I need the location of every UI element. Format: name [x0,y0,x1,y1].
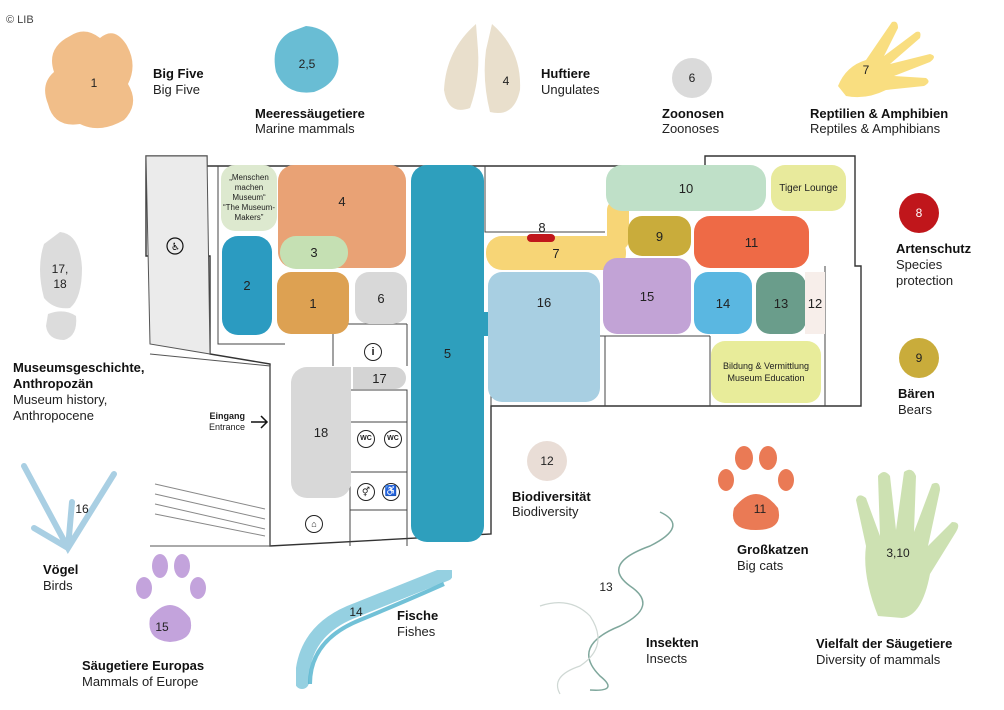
copyright-label: © LIB [6,14,34,26]
room-15[interactable]: 15 [603,258,691,334]
fishes-label-en: Fishes [397,624,436,639]
museum-history-footprint-icon [40,232,82,340]
fish-swirl-icon [296,570,452,689]
svg-text:♿: ♿ [171,242,180,253]
bears-circle-icon [899,338,939,378]
zoonoses-label-de: Zoonosen [662,106,725,121]
bears-number: 9 [915,351,923,365]
insects-number: 13 [599,580,613,594]
education-label-de: Bildung & Vermittlung [722,361,810,371]
diversity-label-de: Vielfalt der Säugetiere [816,636,953,651]
reptile-footprint-icon [838,21,934,98]
museum-makers-label-en: “The Museum-Makers” [222,203,275,222]
mammals-europe-paw-icon [136,554,206,642]
coat-check-icon[interactable]: ⌂ [305,515,323,533]
room-tiger-lounge[interactable]: Tiger Lounge [771,165,846,211]
insects-label-de: Insekten [646,635,699,650]
fishes-number: 14 [349,605,363,619]
mammals-europe-number: 15 [155,620,169,634]
room-17[interactable]: 17 [353,367,406,389]
mammals-europe-label-en: Mammals of Europe [82,674,199,689]
room-5[interactable]: 5 [411,165,484,542]
big-five-label-de: Big Five [153,66,204,81]
entrance-label-de: Eingang [209,411,246,421]
hoof-print-icon [444,24,521,114]
birds-label-en: Birds [43,578,73,593]
reptiles-label-de: Reptilien & Amphibien [810,106,949,121]
big-five-number: 1 [90,76,98,90]
big-five-label-en: Big Five [153,82,200,97]
reptiles-label-en: Reptiles & Amphibians [810,121,941,136]
ungulates-label-en: Ungulates [541,82,600,97]
biodiversity-label-de: Biodiversität [512,489,591,504]
biodiversity-circle-icon [527,441,567,481]
room-museum-makers[interactable]: „Menschen machen Museum“ “The Museum-Mak… [221,165,277,231]
museum-makers-label-de: „Menschen machen Museum“ [229,173,269,202]
education-label-en: Museum Education [727,373,805,383]
room-4-label: 4 [338,194,346,209]
room-18[interactable]: 18 [291,367,351,498]
museum-history-number: 17, 18 [51,262,69,291]
birds-number: 16 [75,502,89,516]
room-6[interactable]: 6 [355,272,407,324]
zoonoses-number: 6 [688,71,696,85]
zoonoses-circle-icon [672,58,712,98]
info-icon[interactable]: i [364,343,382,361]
marine-number: 2,5 [298,57,316,71]
bird-footprint-icon [21,463,117,554]
room-16-label: 16 [536,294,552,310]
big-five-footprint-icon [45,31,134,129]
room-2[interactable]: 2 [222,236,272,335]
room-13[interactable]: 13 [756,272,806,334]
room-12[interactable]: 12 [805,272,825,334]
big-cats-label-de: Großkatzen [737,542,809,557]
room-8[interactable] [527,234,555,242]
room-11[interactable]: 11 [694,216,809,268]
room-education[interactable]: Bildung & Vermittlung Museum Education [711,341,821,403]
marine-label-en: Marine mammals [255,121,355,136]
room-14[interactable]: 14 [694,272,752,334]
big-cat-paw-icon [718,446,794,530]
mammals-europe-label-de: Säugetiere Europas [82,658,205,673]
reptiles-number: 7 [862,63,870,77]
room-1[interactable]: 1 [277,272,349,334]
wc-icon[interactable]: WC [384,430,402,448]
family-icon[interactable]: ⚥ [357,483,375,501]
room-3[interactable]: 3 [280,236,348,269]
room-16[interactable]: 16 [488,272,600,402]
room-8-label: 8 [538,219,546,235]
room-7[interactable]: 7 [486,236,626,270]
species-protection-label-de: Artenschutz [896,241,972,256]
marine-mammals-icon [274,26,339,93]
biodiversity-label-en: Biodiversity [512,504,579,519]
diversity-number: 3,10 [886,546,910,560]
ungulates-label-de: Huftiere [541,66,591,81]
wc-icon[interactable]: WC [357,430,375,448]
species-protection-number: 8 [915,206,923,220]
insects-label-en: Insects [646,651,688,666]
marine-label-de: Meeressäugetiere [255,106,365,121]
entrance-label-en: Entrance [208,422,245,432]
diversity-label-en: Diversity of mammals [816,652,941,667]
big-cats-number: 11 [753,502,767,516]
room-10[interactable]: 10 [606,165,766,211]
big-cats-label-en: Big cats [737,558,784,573]
room-7-extension [607,200,629,250]
bears-label-en: Bears [898,402,932,417]
ungulates-number: 4 [502,74,510,88]
biodiversity-number: 12 [540,454,554,468]
diversity-handprint-icon [856,469,959,618]
museum-history-label-de: Museumsgeschichte, Anthropozän [13,360,145,391]
accessible-wc-icon[interactable]: ♿ [382,483,400,501]
species-protection-circle-icon [899,193,939,233]
birds-label-de: Vögel [43,562,79,577]
museum-history-label-en: Museum history, Anthropocene [13,392,108,423]
insect-trail-icon [539,511,674,695]
bears-label-de: Bären [898,386,935,401]
species-protection-label-en: Species protection [896,257,954,288]
room-9[interactable]: 9 [628,216,691,256]
zoonoses-label-en: Zoonoses [662,121,720,136]
fishes-label-de: Fische [397,608,439,623]
